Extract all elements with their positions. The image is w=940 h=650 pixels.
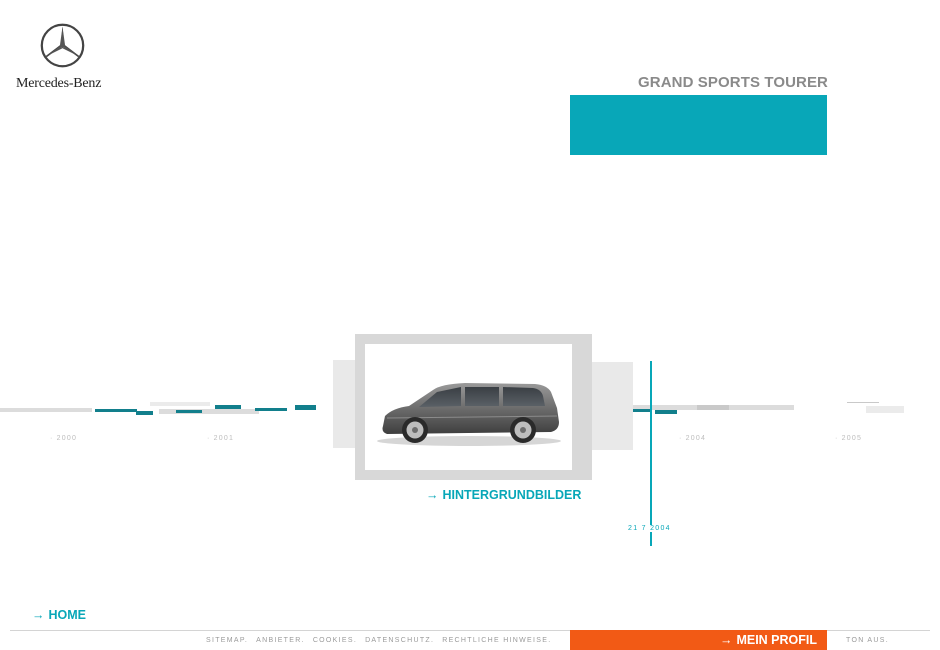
mercedes-star-icon[interactable]	[40, 23, 85, 68]
home-link-label: HOME	[48, 608, 87, 622]
model-title: GRAND SPORTS TOURER	[638, 74, 828, 91]
footer-links: SITEMAP. ANBIETER. COOKIES. DATENSCHUTZ.…	[206, 637, 551, 644]
model-banner	[570, 95, 827, 155]
timeline-bar	[255, 408, 287, 411]
footer-link-provider[interactable]: ANBIETER.	[256, 637, 305, 644]
arrow-right-icon: →	[719, 633, 733, 647]
footer-link-sitemap[interactable]: SITEMAP.	[206, 637, 249, 644]
my-profile-button[interactable]: →MEIN PROFIL	[570, 630, 827, 650]
current-date: 21 7 2004	[626, 525, 673, 532]
arrow-right-icon: →	[32, 608, 45, 622]
car-image[interactable]	[375, 378, 563, 448]
timeline-bar	[617, 405, 699, 410]
timeline-year[interactable]: · 2000	[50, 435, 78, 442]
timeline-bar	[616, 409, 650, 412]
timeline-bar	[697, 405, 794, 410]
my-profile-label: MEIN PROFIL	[736, 633, 817, 647]
footer-link-legal[interactable]: RECHTLICHE HINWEISE.	[442, 637, 552, 644]
timeline-bar	[295, 405, 316, 410]
footer-link-privacy[interactable]: DATENSCHUTZ.	[365, 637, 435, 644]
wallpapers-link[interactable]: →HINTERGRUNDBILDER	[426, 488, 581, 502]
home-link[interactable]: →HOME	[32, 608, 86, 622]
timeline-bar	[136, 411, 153, 415]
sound-toggle[interactable]: TON AUS.	[846, 637, 889, 644]
timeline-bar	[159, 409, 259, 414]
timeline-year[interactable]: · 2004	[679, 435, 707, 442]
timeline-bar	[655, 410, 677, 414]
arrow-right-icon: →	[426, 488, 439, 502]
timeline-bar	[847, 402, 879, 403]
timeline-bar	[176, 410, 202, 413]
timeline-bar	[215, 405, 241, 409]
timeline-bar	[866, 406, 904, 413]
timeline-year[interactable]: · 2001	[207, 435, 235, 442]
timeline-bar	[0, 408, 92, 412]
timeline-bar	[95, 409, 137, 412]
brand-wordmark[interactable]: Mercedes-Benz	[16, 76, 102, 91]
timeline-bar	[150, 402, 210, 406]
footer-divider	[10, 630, 930, 631]
timeline-marker	[650, 361, 652, 546]
footer-link-cookies[interactable]: COOKIES.	[312, 637, 358, 644]
wallpapers-link-label: HINTERGRUNDBILDER	[442, 488, 582, 502]
timeline-bar	[697, 405, 729, 410]
timeline-year[interactable]: · 2005	[835, 435, 863, 442]
frame-shadow-right	[590, 362, 633, 450]
